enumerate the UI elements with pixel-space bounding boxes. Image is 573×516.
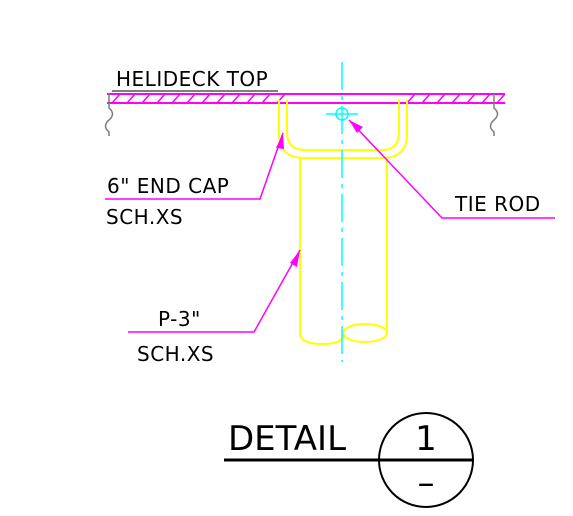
detail-title: DETAIL	[228, 419, 346, 459]
end-cap-label: 6" END CAP	[107, 174, 229, 198]
detail-number: 1	[415, 419, 437, 459]
end-cap-schedule-label: SCH.XS	[106, 205, 183, 229]
pipe-leader	[128, 249, 301, 333]
tie-rod-leader	[348, 119, 555, 219]
pipe-label: P-3"	[158, 307, 201, 331]
deck-hatch	[111, 93, 506, 104]
detail-bubble	[378, 412, 474, 508]
right-break-line	[489, 94, 499, 136]
end-cap-leader	[105, 132, 284, 200]
left-break-line	[104, 94, 114, 136]
pipe-schedule-label: SCH.XS	[137, 342, 214, 366]
tie-rod-label: TIE ROD	[454, 192, 541, 216]
pipe	[299, 158, 388, 346]
detail-callout: DETAIL 1 –	[224, 412, 474, 508]
deck-label: HELIDECK TOP	[116, 67, 268, 91]
detail-sheet: –	[418, 463, 435, 503]
tie-rod-marker	[326, 107, 358, 121]
helideck-top-plate	[107, 93, 506, 104]
